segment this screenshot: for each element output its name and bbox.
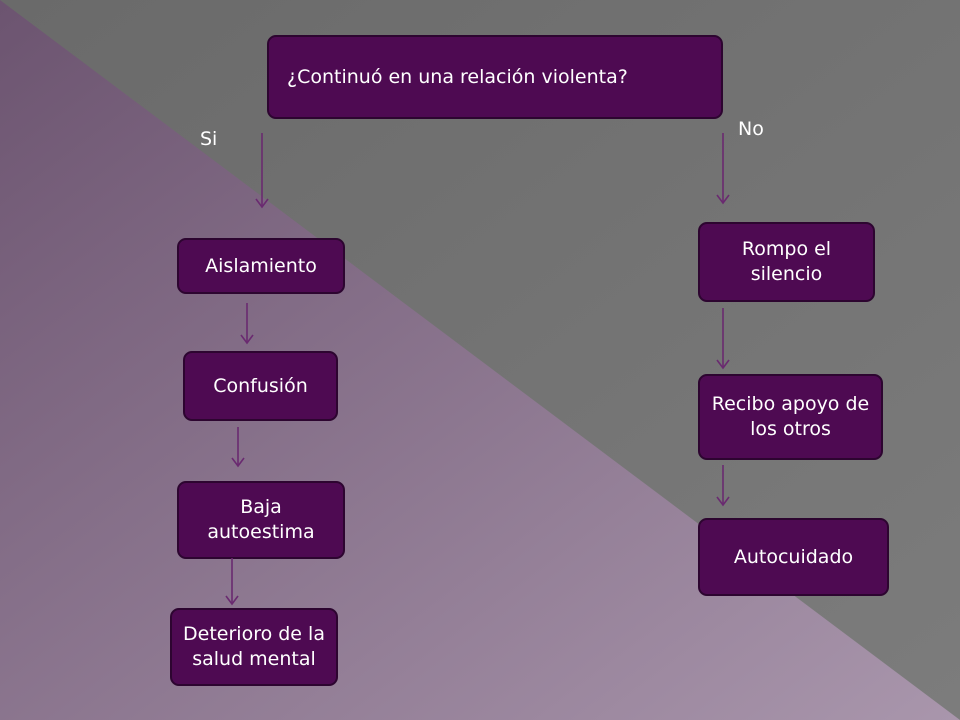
- box-aislamiento: Aislamiento: [177, 238, 345, 294]
- arrow-recibo-apoyo-to-autocuidado: [716, 465, 730, 507]
- box-deterioro-salud-mental: Deterioro de la salud mental: [170, 608, 338, 686]
- arrow-question-to-rompo-silencio: [716, 133, 730, 205]
- arrow-question-to-aislamiento: [255, 133, 269, 209]
- arrow-confusion-to-baja-autoestima: [231, 427, 245, 468]
- arrow-rompo-silencio-to-recibo-apoyo: [716, 308, 730, 370]
- box-autocuidado: Autocuidado: [698, 518, 889, 596]
- box-confusion: Confusión: [183, 351, 338, 421]
- question-box: ¿Continuó en una relación violenta?: [267, 35, 723, 119]
- box-baja-autoestima: Baja autoestima: [177, 481, 345, 559]
- arrow-aislamiento-to-confusion: [240, 303, 254, 345]
- box-recibo-apoyo: Recibo apoyo de los otros: [698, 374, 883, 460]
- box-rompo-silencio: Rompo el silencio: [698, 222, 875, 302]
- branch-label-yes: Si: [200, 128, 218, 150]
- arrow-baja-autoestima-to-deterioro: [225, 558, 239, 606]
- branch-label-no: No: [738, 118, 764, 140]
